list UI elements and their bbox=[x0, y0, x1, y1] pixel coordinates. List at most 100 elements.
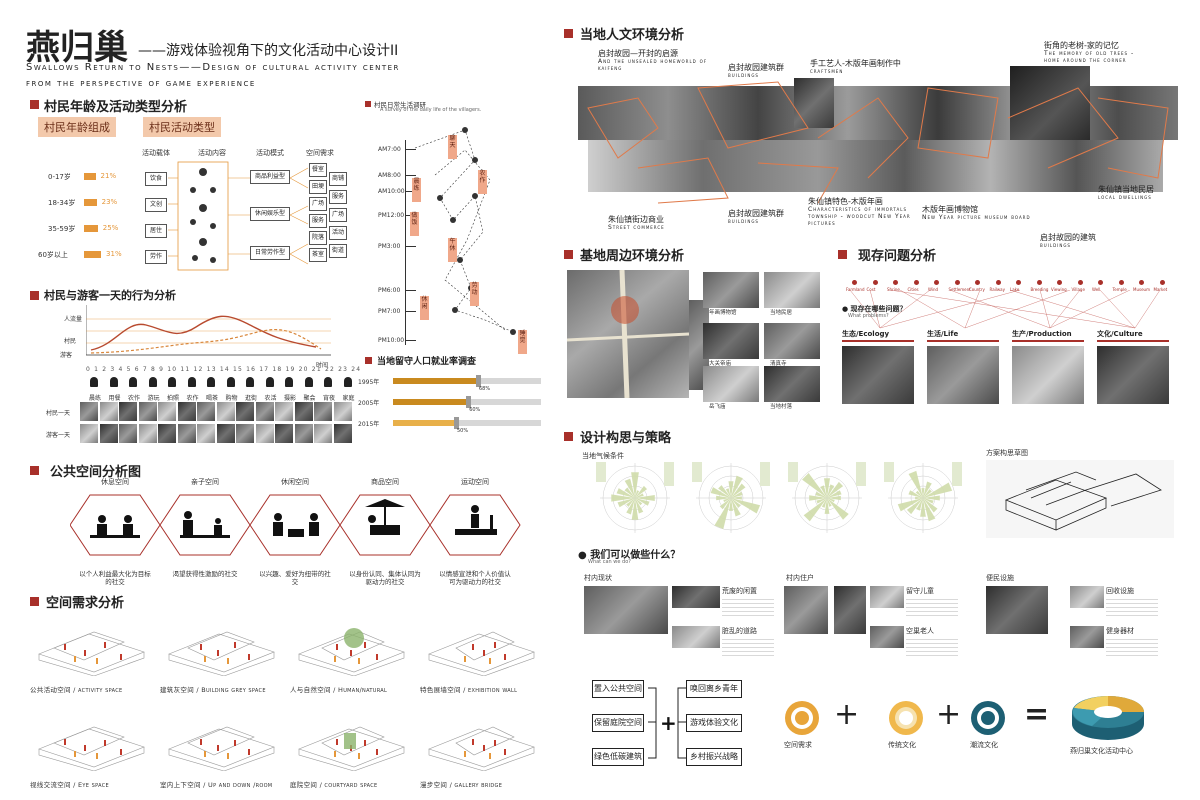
need-box: 茶室 bbox=[309, 248, 327, 262]
climate-label: 当地气候条件 bbox=[582, 452, 624, 460]
concept-ring bbox=[785, 701, 819, 735]
activity-photo bbox=[99, 402, 118, 421]
keyword-dot bbox=[1159, 280, 1165, 285]
activity-photo bbox=[80, 402, 98, 421]
problem-photo bbox=[927, 346, 999, 404]
activity-photo bbox=[216, 424, 235, 443]
problem-photo bbox=[1012, 346, 1084, 404]
site-thumbnail-label: 清真寺 bbox=[770, 361, 787, 367]
humanity-label-cn: 朱仙镇当地民居 bbox=[1098, 185, 1154, 194]
keyword-dot bbox=[1057, 280, 1062, 285]
employment-bar bbox=[393, 420, 454, 426]
employment-marker bbox=[475, 375, 481, 387]
time-label: PM6:00 bbox=[378, 287, 401, 294]
situation-description bbox=[906, 636, 958, 658]
public-space-caption: 渴望获得性激励的社交 bbox=[172, 570, 238, 578]
problem-keyword: Country bbox=[969, 287, 985, 292]
activity-label: 晨练 bbox=[88, 395, 101, 402]
section-marker bbox=[30, 466, 39, 475]
person-icon bbox=[109, 377, 118, 387]
problem-keyword: Viewing bbox=[1051, 287, 1067, 292]
humanity-label-en: buildings bbox=[1040, 242, 1071, 249]
behavior-title: 村民与游客一天的行为分析 bbox=[44, 289, 176, 302]
site-thumbnail-label: 大关帝庙 bbox=[709, 361, 732, 367]
year-label: 2015年 bbox=[358, 421, 380, 428]
problem-category: 生产/Production bbox=[1012, 330, 1072, 338]
time-tick bbox=[406, 191, 416, 192]
public-space-label: 休息空间 bbox=[101, 478, 129, 486]
plus-sign: + bbox=[834, 697, 860, 732]
public-space-caption: 以身份认同、集体认同为驱动力的社交 bbox=[349, 570, 421, 586]
need-box: 院落 bbox=[309, 231, 327, 245]
employment-title: 当地留守人口就业率调查 bbox=[377, 357, 477, 367]
situation-description bbox=[722, 636, 774, 658]
public-space-caption: 以情感宣泄和个人价值认可为驱动力的社交 bbox=[439, 570, 511, 586]
situation-title: 留守儿童 bbox=[906, 587, 934, 595]
humanity-label-en: local dwellings bbox=[1098, 194, 1152, 201]
flow-curve-chart bbox=[86, 305, 331, 356]
activity-photo bbox=[177, 424, 196, 443]
humanity-label-en: Street commerce bbox=[608, 224, 665, 231]
humanity-label-cn: 朱仙镇特色-木版年画 bbox=[808, 197, 883, 206]
person-icon bbox=[129, 377, 137, 387]
x-label-time: 时间 bbox=[316, 362, 329, 369]
problem-category: 生态/Ecology bbox=[842, 330, 890, 338]
result-ring bbox=[1072, 696, 1144, 740]
person-icon bbox=[246, 377, 254, 387]
problems-subtitle: ● 现存在哪些问题？ bbox=[842, 305, 907, 313]
activity-photo bbox=[197, 424, 215, 443]
situation-photo bbox=[834, 586, 866, 634]
category-rule bbox=[1097, 340, 1169, 342]
situation-title: 空巢老人 bbox=[906, 627, 934, 635]
carrier-box: 居住 bbox=[145, 224, 167, 238]
situation-title: 回收设施 bbox=[1106, 587, 1134, 595]
problem-keyword: Railway bbox=[989, 287, 1005, 292]
space-axonometric bbox=[38, 631, 145, 676]
humanity-label-en: buildings bbox=[728, 72, 759, 79]
year-label: 2005年 bbox=[358, 400, 380, 407]
row-villager-label: 村民一天 bbox=[46, 410, 71, 417]
problem-keyword: Lake bbox=[1010, 287, 1020, 292]
activity-label: 家庭 bbox=[342, 395, 355, 402]
activity-photo bbox=[294, 402, 313, 421]
section-marker bbox=[838, 250, 847, 259]
problem-link-lines bbox=[849, 290, 1161, 329]
group-label: 便民设施 bbox=[986, 574, 1014, 582]
site-thumbnail bbox=[703, 272, 759, 308]
problem-keyword: Breeding bbox=[1030, 287, 1049, 292]
activity-label: 农作 bbox=[127, 395, 140, 402]
employment-marker bbox=[466, 396, 472, 408]
daily-route-diagram bbox=[414, 127, 516, 335]
space-axonometric bbox=[168, 631, 275, 676]
age-label: 60岁以上 bbox=[38, 251, 68, 259]
site-title: 基地周边环境分析 bbox=[580, 249, 685, 264]
humanity-label-en: buildings bbox=[728, 218, 759, 225]
activity-label: 拍照 bbox=[166, 395, 179, 402]
activity-label: 喝茶 bbox=[205, 395, 218, 402]
eq-label: 潮流文化 bbox=[970, 741, 998, 749]
need-box: 活动 bbox=[329, 226, 347, 240]
space-axonometric bbox=[38, 726, 145, 771]
age-bar bbox=[84, 173, 96, 180]
activity-label: 游玩 bbox=[147, 395, 160, 402]
col-mode: 活动模式 bbox=[256, 149, 284, 157]
activity-photo bbox=[119, 402, 137, 421]
site-thumbnail-label: 年画博物馆 bbox=[709, 310, 737, 316]
need-box: 田埂 bbox=[309, 180, 327, 194]
activity-photo bbox=[275, 402, 293, 421]
age-bar bbox=[84, 251, 102, 258]
poster-subtitle-cn: ——游戏体验视角下的文化活动中心设计II bbox=[138, 43, 399, 59]
problem-keyword: Cost bbox=[866, 287, 876, 292]
public-space-label: 休闲空间 bbox=[281, 478, 309, 486]
mode-box: 商品利益型 bbox=[250, 170, 290, 184]
activity-photo bbox=[255, 424, 274, 443]
humanity-label-en: The memory of old trees - home around th… bbox=[1044, 50, 1135, 64]
strategy-box-left: 置入公共空间 bbox=[592, 680, 644, 698]
humanity-label-cn: 启封故园—开封的启源 bbox=[598, 49, 678, 58]
problem-keyword: Shrine bbox=[887, 287, 900, 292]
situation-title: 荒废的闲置 bbox=[722, 587, 757, 595]
y-label-tourist: 游客 bbox=[60, 352, 73, 359]
problem-keyword: Settlement bbox=[948, 287, 971, 292]
need-box: 广场 bbox=[329, 208, 347, 222]
time-label: PM3:00 bbox=[378, 243, 401, 250]
